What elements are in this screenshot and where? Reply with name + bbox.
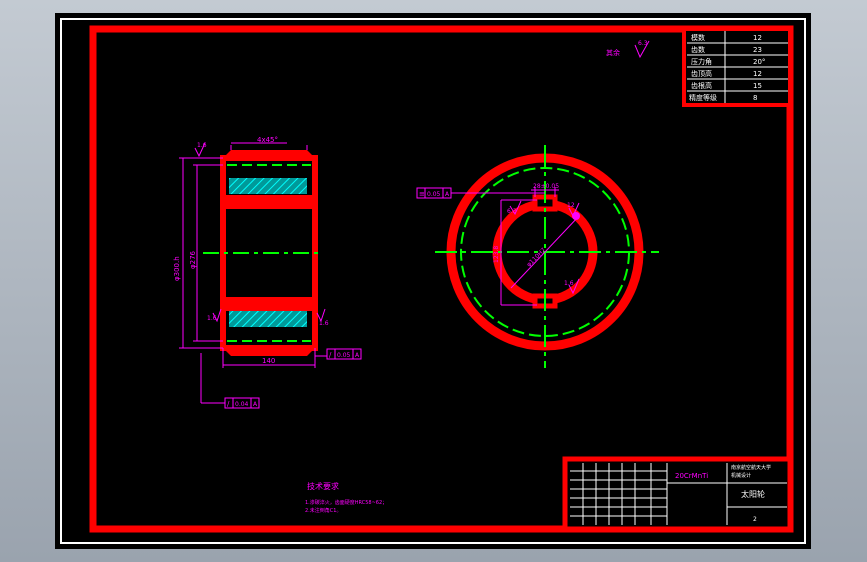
keyway-depth-dim: 123.8 xyxy=(493,246,500,263)
runout-frame-1: / 0.05 A xyxy=(326,348,362,360)
param-value-3: 12 xyxy=(753,70,762,78)
root-dia-dim: φ276 xyxy=(189,250,197,269)
param-name-0: 模数 xyxy=(691,33,705,42)
runout1-value: 0.05 xyxy=(337,352,351,359)
param-name-2: 压力角 xyxy=(691,57,712,66)
part-name-text: 太阳轮 xyxy=(741,489,765,499)
param-name-3: 齿顶高 xyxy=(691,69,712,78)
notes-line-2: 2.未注倒角C1。 xyxy=(305,507,341,514)
scale-text: 2 xyxy=(753,516,757,523)
parameter-table: 模数 12 齿数 23 压力角 20° 齿顶高 12 齿根高 15 精度等级 8 xyxy=(682,27,792,107)
param-value-4: 15 xyxy=(753,82,762,90)
param-name-1: 齿数 xyxy=(691,45,705,54)
hatch-top xyxy=(229,178,307,194)
roughness-label: 其余 xyxy=(606,48,620,57)
drawing-canvas: 模数 12 齿数 23 压力角 20° 齿顶高 12 齿根高 15 精度等级 8… xyxy=(60,18,806,544)
notes-line-1: 1.渗碳淬火，齿面硬度HRC58~62； xyxy=(305,499,387,506)
svg-text:≡: ≡ xyxy=(419,190,425,198)
symmetry-frame: ≡ 0.05 A xyxy=(416,187,452,199)
cad-viewport[interactable]: 模数 12 齿数 23 压力角 20° 齿顶高 12 齿根高 15 精度等级 8… xyxy=(55,13,811,549)
keyway-width-dim: 28±0.05 xyxy=(533,183,559,190)
gear-front-view xyxy=(435,145,659,368)
runout-frame-2: / 0.04 A xyxy=(224,397,260,409)
hatch-bottom xyxy=(229,311,307,327)
runout2-datum: A xyxy=(253,401,258,408)
param-value-5: 8 xyxy=(753,94,757,102)
rough-left-top: 1.6 xyxy=(197,142,207,149)
section-dimensions xyxy=(179,142,327,404)
param-value-2: 20° xyxy=(753,58,765,66)
title-note-a: 南京航空航天大学 xyxy=(731,464,771,471)
outer-dia-dim: φ300.h xyxy=(173,256,181,281)
general-roughness: 其余 6.3 xyxy=(606,40,650,59)
rough-right-mid: 1.6 xyxy=(319,320,329,327)
param-name-5: 精度等级 xyxy=(689,93,717,102)
sym-datum: A xyxy=(445,191,450,198)
param-name-4: 齿根高 xyxy=(691,81,712,90)
technical-notes: 技术要求 1.渗碳淬火，齿面硬度HRC58~62； 2.未注倒角C1。 xyxy=(305,481,387,514)
param-value-0: 12 xyxy=(753,34,762,42)
rough-left-mid: 1.6 xyxy=(207,315,217,322)
rough-bore: 1.6 xyxy=(564,280,574,287)
chamfer-dim: 4x45° xyxy=(257,136,278,144)
outer-frame xyxy=(60,18,806,544)
rough-key: 6.3 xyxy=(507,208,517,215)
runout2-value: 0.04 xyxy=(235,401,249,408)
front-dimensions xyxy=(451,187,580,306)
title-note-b: 机械设计 xyxy=(731,472,751,479)
material-text: 20CrMnTi xyxy=(675,472,708,480)
roughness-value: 6.3 xyxy=(638,40,648,47)
svg-text:/: / xyxy=(329,351,332,359)
svg-text:/: / xyxy=(227,400,230,408)
rough-key2: 12 xyxy=(567,202,575,209)
gear-section-view xyxy=(203,150,323,356)
width-dim: 140 xyxy=(262,357,275,365)
runout1-datum: A xyxy=(355,352,360,359)
notes-title: 技术要求 xyxy=(307,481,339,491)
drawing-border xyxy=(89,25,794,533)
param-value-1: 23 xyxy=(753,46,762,54)
sym-value: 0.05 xyxy=(427,191,441,198)
title-block: 20CrMnTi 南京航空航天大学 机械设计 太阳轮 2 xyxy=(562,456,793,532)
